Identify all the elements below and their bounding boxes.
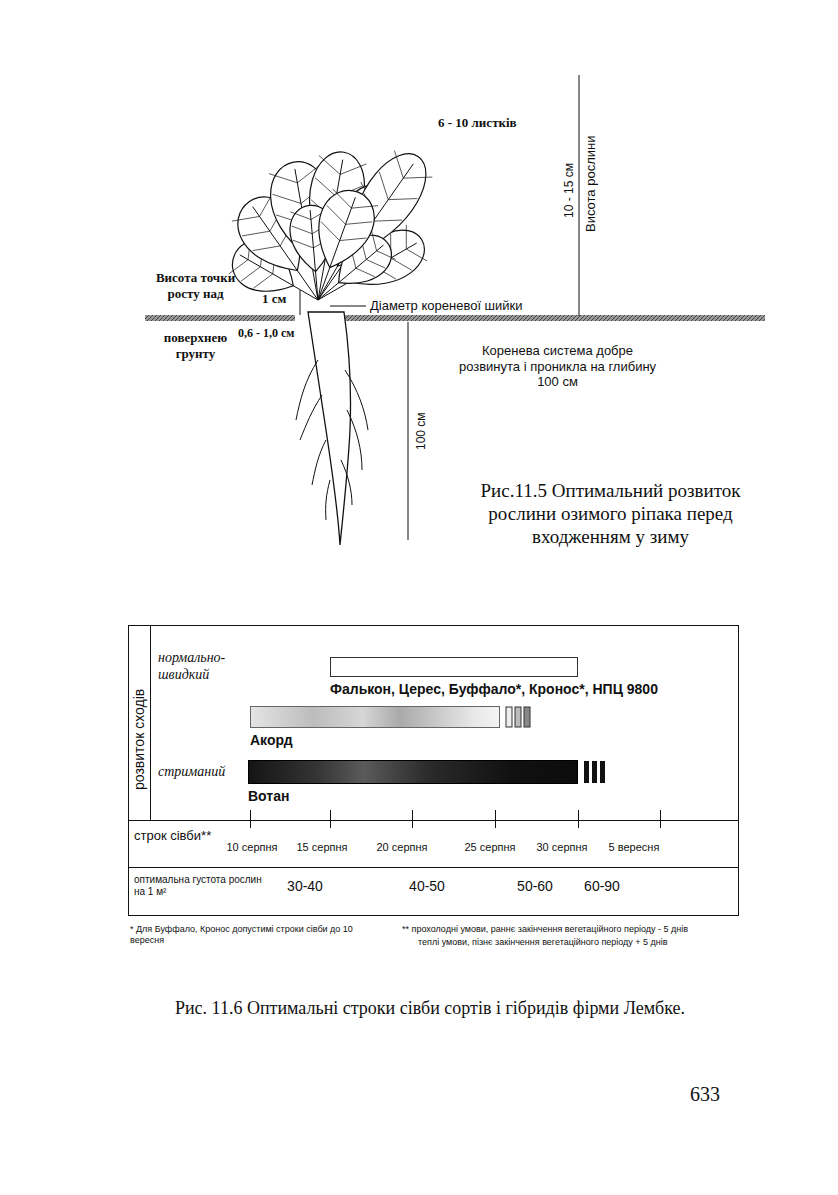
leaf-vein <box>406 249 427 261</box>
date-label: 20 серпня <box>376 841 427 854</box>
depth-line <box>408 322 409 540</box>
leaf-vein <box>321 221 340 240</box>
annotation: Коренева система добре розвинута і прони… <box>450 343 665 390</box>
dimension: 1 см <box>262 291 286 307</box>
bar-dark: Вотан <box>248 760 578 804</box>
figure-caption: Рис.11.5 Оптимальний розвиток рослини оз… <box>468 480 753 548</box>
category-label: нормально-швидкий <box>158 650 250 684</box>
row-header: строк сівби** <box>134 828 214 844</box>
leaf-vein <box>333 189 352 208</box>
dimension: 100 см <box>414 412 428 450</box>
date-label: 25 серпня <box>464 841 515 854</box>
leaf-vein <box>379 172 388 200</box>
ground-line <box>345 315 765 321</box>
leaf-vein <box>403 177 432 178</box>
table-cell: 40-50 <box>409 878 445 895</box>
leaf-vein <box>340 238 367 241</box>
leaf-vein <box>254 274 273 288</box>
date-label: 5 вересня <box>609 841 660 854</box>
leaf-vein <box>388 199 417 200</box>
variety-names: Акорд <box>250 732 500 748</box>
date-label: 30 серпня <box>536 841 587 854</box>
leaf-vein <box>346 222 373 225</box>
leaf-vein <box>241 267 260 281</box>
bar-gradient: Акорд <box>250 706 500 748</box>
dimension-label: Висота рослини <box>583 136 599 232</box>
footnote: теплі умови, пізнє закінчення вегетаційн… <box>418 937 748 948</box>
leaf-vein <box>371 231 376 251</box>
variety-names: Фалькон, Церес, Буффало*, Кронос*, НПЦ 9… <box>330 681 658 697</box>
taproot <box>308 312 351 545</box>
leaf-vein <box>242 231 270 236</box>
bar-fill <box>250 706 500 728</box>
leaf-vein <box>373 220 402 221</box>
chart-frame <box>128 625 739 916</box>
date-label: 15 серпня <box>296 841 347 854</box>
table-cell: 50-60 <box>517 878 553 895</box>
footnote: ** прохолодні умови, раннє закінчення ве… <box>402 924 742 935</box>
variety-names: Вотан <box>248 788 578 804</box>
dimension: 0,6 - 1,0 см <box>238 326 295 340</box>
leaf-vein <box>269 174 297 183</box>
table-cell: 60-90 <box>584 878 620 895</box>
bar-fill <box>248 760 578 784</box>
leaf-vein <box>356 268 375 277</box>
leaf-vein <box>319 155 340 174</box>
leaf-vein <box>290 212 311 220</box>
category-label: стриманий <box>158 764 225 781</box>
leaf-vein <box>273 194 301 203</box>
leaf <box>319 190 374 267</box>
axis-title: розвиток сходів <box>131 689 148 790</box>
annotation: поверхнею грунту <box>148 330 243 361</box>
footnote: * Для Буффало, Кронос допустимі строки с… <box>130 924 360 946</box>
leaf-vein <box>310 210 318 300</box>
dimension: 10 - 15 см <box>562 163 576 218</box>
leaf-vein <box>351 206 378 209</box>
lateral-roots <box>296 360 368 520</box>
leaf-vein <box>293 240 314 248</box>
leaf-vein <box>315 178 336 197</box>
page-number: 633 <box>690 1082 720 1106</box>
ground-line <box>145 315 295 321</box>
bar-fill <box>330 657 578 677</box>
leaf-vein <box>327 205 346 224</box>
height-line <box>579 75 580 316</box>
figure-caption: Рис. 11.6 Оптимальні строки сівби сортів… <box>130 998 730 1020</box>
leaf-vein <box>406 225 407 249</box>
leaf-vein <box>292 226 313 234</box>
leaf-vein <box>253 246 281 251</box>
tick <box>300 290 301 315</box>
leaf-vein <box>394 151 403 179</box>
leaf-vein <box>377 251 396 260</box>
leaf-vein <box>340 164 366 175</box>
leader-line <box>330 306 366 307</box>
annotation: Висота точки росту над <box>148 270 243 301</box>
leaf-count: 6 - 10 листків <box>438 115 517 131</box>
row-header: оптимальна густота рослин на 1 м² <box>134 874 264 898</box>
plant-leaves <box>229 151 432 300</box>
leaf-vein <box>391 258 412 270</box>
table-cell: 30-40 <box>287 878 323 895</box>
leaf-vein <box>318 197 355 300</box>
date-label: 10 серпня <box>226 841 277 854</box>
bar-normal: Фалькон, Церес, Буффало*, Кронос*, НПЦ 9… <box>330 657 658 697</box>
annotation: Діаметр кореневої шийки <box>370 298 523 314</box>
leaf-vein <box>232 216 260 221</box>
leaf-vein <box>318 164 413 300</box>
leaf-vein <box>366 260 385 269</box>
